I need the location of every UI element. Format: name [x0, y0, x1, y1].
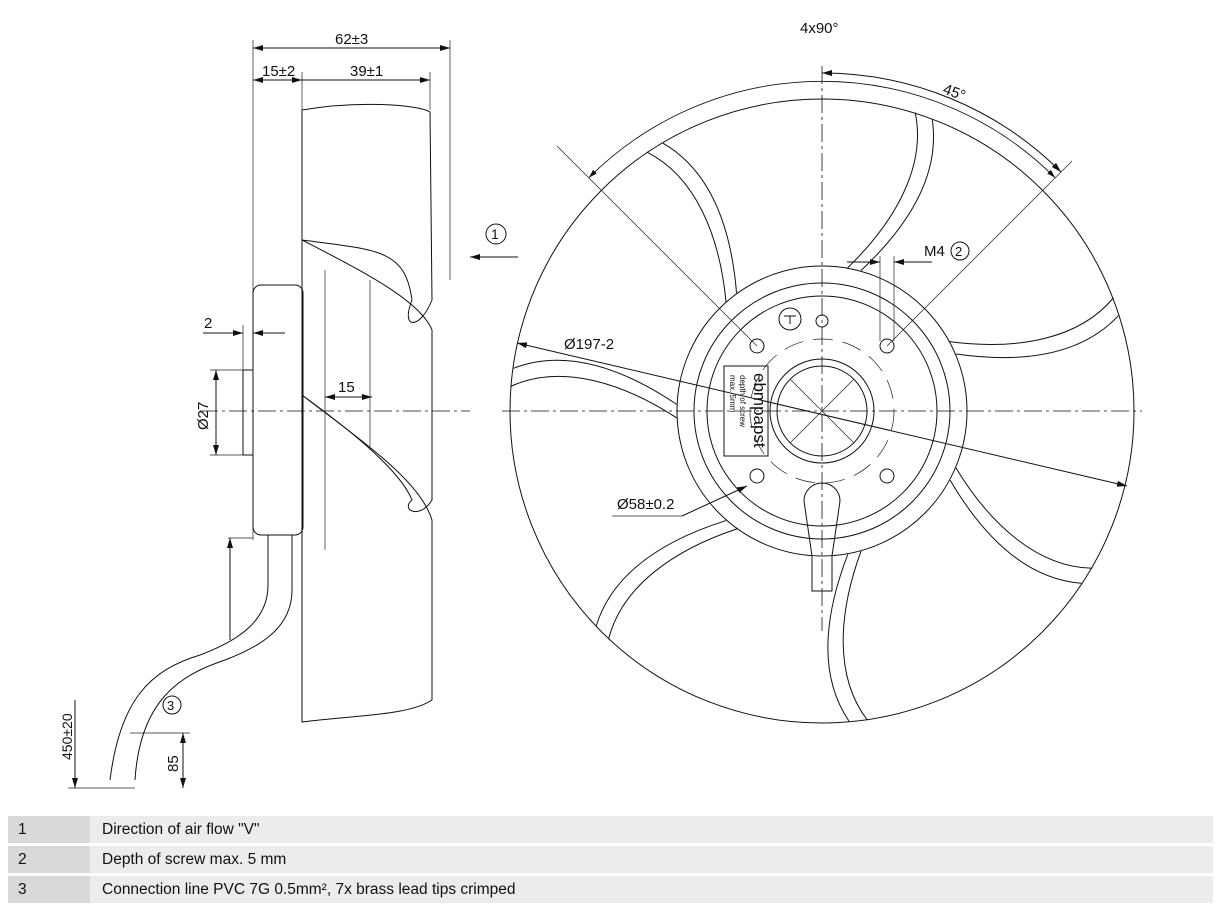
side-view: 62±3 15±2 39±1 2 Ø27 15 450±20: [59, 31, 518, 789]
dim-outer-diameter: Ø197-2: [564, 336, 614, 353]
front-view: ebmpapst depth of screw max. 5mm 4x90° 4…: [502, 20, 1142, 724]
dim-bolt-pattern: 4x90°: [800, 20, 839, 37]
fan-dimension-drawing: 62±3 15±2 39±1 2 Ø27 15 450±20: [59, 20, 1142, 789]
dim-strip-length: 85: [165, 755, 182, 772]
dim-cable-length: 450±20: [59, 713, 75, 760]
dim-hub-diameter: Ø58±0.2: [617, 496, 674, 513]
svg-text:2: 2: [955, 244, 962, 259]
legend-number: 1: [8, 816, 90, 843]
legend-text: Connection line PVC 7G 0.5mm², 7x brass …: [90, 876, 1213, 903]
dim-blade-depth: 39±1: [350, 63, 383, 80]
fan-blade: [595, 520, 738, 640]
legend-number: 3: [8, 876, 90, 903]
fan-blade: [827, 550, 868, 722]
dim-hub-offset: 15±2: [262, 63, 295, 80]
svg-text:depth of screw: depth of screw: [738, 375, 747, 427]
earth-symbol-icon: [778, 307, 802, 331]
callout-2: [950, 241, 970, 261]
dim-shaft-step: 2: [204, 315, 212, 332]
dim-angle: 45°: [941, 81, 968, 105]
fan-blade: [949, 297, 1119, 359]
fan-blade: [646, 142, 738, 303]
fan-blade: [510, 359, 678, 419]
fan-blade: [949, 467, 1093, 584]
callout-3: [162, 695, 182, 715]
svg-text:3: 3: [167, 698, 174, 713]
hub-brand-logo: ebmpapst: [750, 373, 769, 448]
legend-number: 2: [8, 846, 90, 873]
svg-text:1: 1: [491, 226, 499, 242]
legend-text: Depth of screw max. 5 mm: [90, 846, 1213, 873]
dim-inner-offset: 15: [338, 379, 355, 396]
callout-1: [485, 223, 507, 245]
dim-thread: M4: [924, 243, 945, 260]
dim-shaft-diameter: Ø27: [195, 402, 212, 430]
dim-overall-depth: 62±3: [335, 31, 368, 48]
legend-text: Direction of air flow "V": [90, 816, 1213, 843]
